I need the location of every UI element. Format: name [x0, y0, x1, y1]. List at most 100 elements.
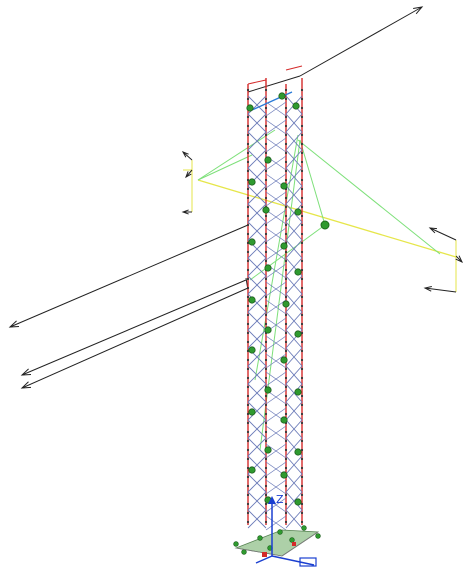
load-line — [247, 75, 301, 93]
tower-node — [284, 448, 288, 452]
tower-brace — [247, 257, 267, 277]
connection-node — [264, 446, 272, 454]
arrow-icon — [8, 320, 20, 328]
tower-brace — [265, 209, 287, 225]
tower-node — [246, 88, 250, 92]
tower-node — [264, 169, 268, 173]
tower-node — [284, 151, 288, 155]
tower-chord — [247, 79, 267, 85]
tower-node — [300, 421, 304, 425]
load-line — [429, 227, 457, 241]
tower-node — [246, 376, 250, 380]
tower-node — [300, 502, 304, 506]
tower-node — [300, 115, 304, 119]
tower-brace — [285, 455, 303, 475]
tower-brace — [247, 203, 267, 223]
base-plate — [234, 529, 320, 557]
tower-node — [284, 286, 288, 290]
tower-node — [264, 493, 268, 497]
tower-node — [246, 151, 250, 155]
connection-node — [294, 388, 302, 396]
tower-chord — [285, 65, 303, 71]
tower-node — [300, 511, 304, 515]
tower-brace — [265, 497, 287, 513]
connection-node — [248, 238, 256, 246]
tower-node — [300, 493, 304, 497]
tower-brace — [247, 275, 267, 295]
tower-node — [284, 367, 288, 371]
tower-node — [300, 88, 304, 92]
tower-node — [284, 313, 288, 317]
tower-node — [264, 259, 268, 263]
z-axis-label: Z — [276, 493, 284, 506]
connection-node — [280, 471, 288, 479]
tower-base — [233, 525, 321, 557]
tower-node — [284, 385, 288, 389]
load-line — [21, 279, 247, 376]
tower-node — [246, 385, 250, 389]
tower-brace — [285, 473, 303, 493]
tower-node — [246, 412, 250, 416]
connection-node — [264, 264, 272, 272]
tower-node — [264, 133, 268, 137]
tower-node — [246, 403, 250, 407]
tower-node — [284, 160, 288, 164]
load-line — [424, 287, 457, 293]
tower-node — [246, 187, 250, 191]
base-node — [233, 541, 239, 547]
tower-node — [264, 403, 268, 407]
tower-node — [300, 142, 304, 146]
tower-node — [300, 277, 304, 281]
tower-brace — [247, 329, 267, 349]
tower-node — [284, 430, 288, 434]
tower-node — [300, 439, 304, 443]
tower-node — [264, 313, 268, 317]
tower-node — [246, 439, 250, 443]
tower-node — [300, 457, 304, 461]
tower-node — [264, 106, 268, 110]
tower-brace — [247, 293, 267, 313]
tower-node — [300, 466, 304, 470]
guy-cable — [254, 134, 299, 381]
y-axis-line — [255, 555, 273, 564]
tower-node — [246, 205, 250, 209]
tower-node — [246, 457, 250, 461]
tower-node — [284, 232, 288, 236]
tower-brace — [247, 419, 267, 439]
tower-node — [284, 439, 288, 443]
tower-brace — [265, 263, 287, 279]
tower-node — [246, 178, 250, 182]
tower-node — [246, 133, 250, 137]
tower-node — [246, 394, 250, 398]
connection-node — [248, 346, 256, 354]
tower-brace — [247, 437, 267, 457]
tower-brace — [265, 407, 287, 423]
tower-brace — [247, 311, 267, 331]
base-marker — [292, 542, 296, 546]
connection-node — [248, 296, 256, 304]
tower-node — [284, 259, 288, 263]
tower-node — [300, 214, 304, 218]
tower-brace — [285, 383, 303, 403]
connection-node — [264, 156, 272, 164]
tower-brace — [247, 239, 267, 259]
connection-node — [292, 102, 300, 110]
tower-node — [300, 349, 304, 353]
tower-brace — [285, 113, 303, 133]
connection-node — [294, 208, 302, 216]
tower-node — [264, 88, 268, 92]
tower-brace — [265, 461, 287, 477]
tower-node — [300, 268, 304, 272]
tower-node — [264, 367, 268, 371]
tower-node — [264, 277, 268, 281]
connection-node — [262, 206, 270, 214]
tower-node — [300, 232, 304, 236]
tower-node — [264, 430, 268, 434]
tower-brace — [247, 113, 267, 133]
tower-brace — [247, 185, 267, 205]
connection-node — [280, 416, 288, 424]
tower-node — [264, 322, 268, 326]
tower-node — [300, 313, 304, 317]
